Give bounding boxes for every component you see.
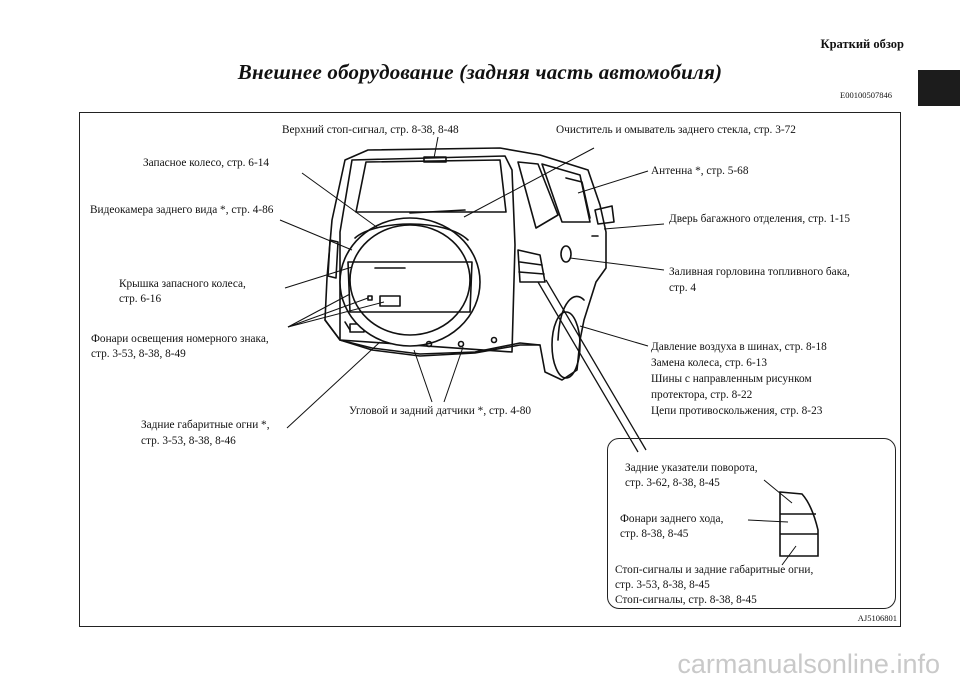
label-turn-signals-line1: Задние указатели поворота,: [625, 462, 758, 474]
section-title: Краткий обзор: [820, 37, 904, 51]
label-rear-position-line2: стр. 3-53, 8-38, 8-46: [141, 435, 236, 447]
label-tires-line1: Давление воздуха в шинах, стр. 8-18: [651, 341, 827, 353]
figure-frame: [79, 112, 901, 627]
label-rear-position-line1: Задние габаритные огни *,: [141, 419, 270, 431]
label-tires-line3: Шины с направленным рисунком: [651, 373, 812, 385]
label-fuel-filler-line2: стр. 4: [669, 282, 697, 294]
label-fuel-filler-line1: Заливная горловина топливного бака,: [669, 266, 850, 278]
label-spare-cover-line2: стр. 6-16: [119, 293, 162, 305]
label-sensors: Угловой и задний датчики *, стр. 4-80: [349, 405, 532, 417]
label-rear-washer: Очиститель и омыватель заднего стекла, с…: [556, 124, 796, 136]
label-tailgate: Дверь багажного отделения, стр. 1-15: [669, 213, 851, 225]
label-tires-line2: Замена колеса, стр. 6-13: [651, 357, 767, 369]
label-tires-line5: Цепи противоскольжения, стр. 8-23: [651, 405, 823, 417]
label-tires-line4: протектора, стр. 8-22: [651, 389, 753, 401]
label-upper-brake-light: Верхний стоп-сигнал, стр. 8-38, 8-48: [282, 124, 459, 136]
label-spare-wheel: Запасное колесо, стр. 6-14: [143, 157, 270, 169]
chapter-tab-marker: [918, 70, 960, 106]
document-code: E00100507846: [840, 90, 892, 100]
figure-reference: AJ5106801: [857, 613, 897, 623]
watermark: carmanualsonline.info: [677, 649, 940, 679]
label-stop-lights-line2: стр. 3-53, 8-38, 8-45: [615, 579, 710, 591]
label-spare-cover-line1: Крышка запасного колеса,: [119, 278, 246, 290]
label-plate-lights-line2: стр. 3-53, 8-38, 8-49: [91, 348, 186, 360]
label-stop-lights-line1: Стоп-сигналы и задние габаритные огни,: [615, 564, 814, 576]
page-title: Внешнее оборудование (задняя часть автом…: [237, 60, 723, 84]
label-plate-lights-line1: Фонари освещения номерного знака,: [91, 333, 269, 345]
tail-lamp-inset: [607, 438, 896, 609]
label-reverse-lights-line1: Фонари заднего хода,: [620, 513, 724, 525]
label-turn-signals-line2: стр. 3-62, 8-38, 8-45: [625, 477, 720, 489]
label-antenna: Антенна *, стр. 5-68: [651, 165, 749, 177]
footer: carmanualsonline.info: [0, 649, 960, 683]
label-stop-lights-line3: Стоп-сигналы, стр. 8-38, 8-45: [615, 594, 757, 606]
label-rear-camera: Видеокамера заднего вида *, стр. 4-86: [90, 204, 274, 216]
label-reverse-lights-line2: стр. 8-38, 8-45: [620, 528, 689, 540]
